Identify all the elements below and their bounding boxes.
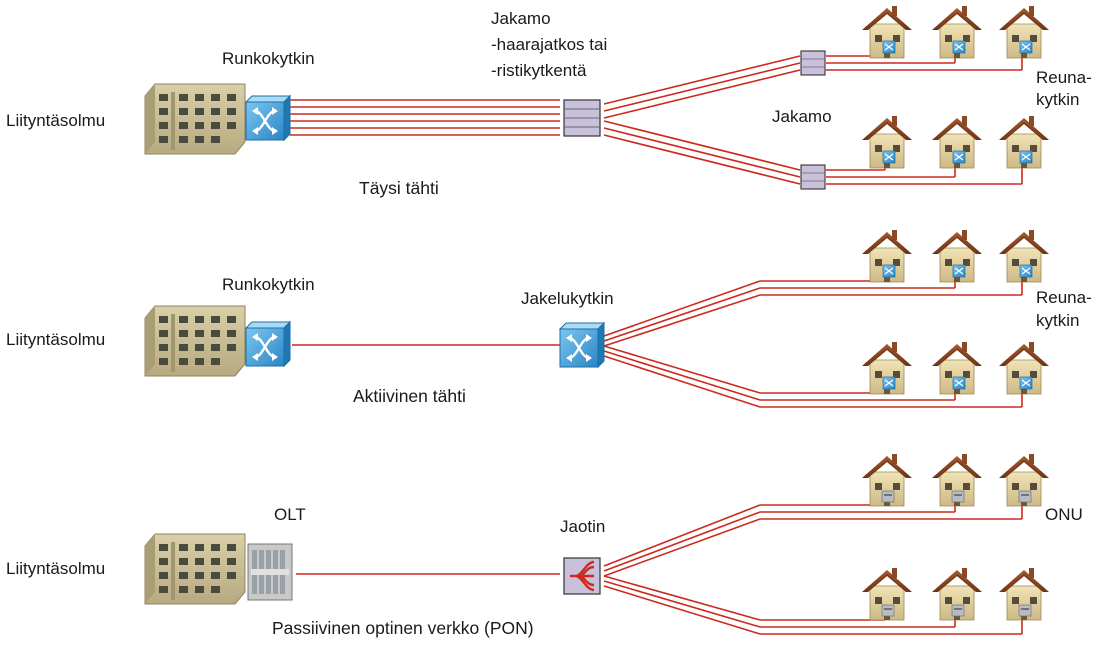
- branch-label: Jakamo: [772, 107, 832, 126]
- edge-switch-label-line-2: kytkin: [1036, 90, 1079, 109]
- house-icon: [932, 454, 982, 506]
- splice-box-icon: [800, 164, 826, 190]
- office-building-icon: [144, 533, 246, 605]
- diagram-pon: Liityntäsolmu OLT Jaotin ONU Passiivinen…: [6, 454, 1083, 638]
- olt-rack-icon: [247, 543, 293, 601]
- core-switch-icon: [244, 94, 292, 142]
- edge-switch-label-line-1: Reuna-: [1036, 68, 1092, 87]
- diagram-caption: Passiivinen optinen verkko (PON): [272, 618, 534, 638]
- core-label: OLT: [274, 505, 306, 524]
- core-switch-icon: [244, 320, 292, 368]
- house-icon: [932, 342, 982, 394]
- fiber-bundle: [292, 274, 1023, 408]
- mid-label: Jakelukytkin: [521, 289, 614, 308]
- mid-label: Jaotin: [560, 517, 605, 536]
- fiber-bundle: [290, 50, 1023, 185]
- onu-label: ONU: [1045, 505, 1083, 524]
- distribution-switch-icon: [558, 321, 606, 369]
- house-icon: [999, 6, 1049, 58]
- house-icon: [932, 6, 982, 58]
- splice-box-icon: [800, 50, 826, 76]
- house-icon: [862, 6, 912, 58]
- house-icon: [999, 454, 1049, 506]
- house-icon: [999, 342, 1049, 394]
- diagram-caption: Aktiivinen tähti: [353, 386, 466, 406]
- office-building-icon: [144, 305, 246, 377]
- fiber-bundle: [296, 498, 1023, 635]
- patch-panel-icon: [563, 99, 601, 137]
- core-label: Runkokytkin: [222, 49, 315, 68]
- diagram-full-star: Liityntäsolmu Runkokytkin Jakamo -haaraj…: [6, 6, 1092, 198]
- house-icon: [862, 342, 912, 394]
- diagram-caption: Täysi tähti: [359, 178, 439, 198]
- house-icon: [862, 568, 912, 620]
- node-label: Liityntäsolmu: [6, 111, 105, 130]
- core-label: Runkokytkin: [222, 275, 315, 294]
- edge-switch-label-line-1: Reuna-: [1036, 288, 1092, 307]
- edge-switch-label-line-2: kytkin: [1036, 311, 1079, 330]
- node-label: Liityntäsolmu: [6, 559, 105, 578]
- house-icon: [862, 454, 912, 506]
- house-icon: [862, 116, 912, 168]
- house-icon: [862, 230, 912, 282]
- house-icon: [999, 116, 1049, 168]
- house-icon: [932, 230, 982, 282]
- node-label: Liityntäsolmu: [6, 330, 105, 349]
- diagram-active-star: Liityntäsolmu Runkokytkin Jakelukytkin R…: [6, 230, 1092, 408]
- house-icon: [932, 116, 982, 168]
- house-icon: [932, 568, 982, 620]
- splitter-icon: [562, 556, 602, 596]
- mid-label-line-1: Jakamo: [491, 9, 551, 28]
- mid-label-line-2: -haarajatkos tai: [491, 35, 607, 54]
- mid-label-line-3: -ristikytkentä: [491, 61, 587, 80]
- house-icon: [999, 230, 1049, 282]
- office-building-icon: [144, 83, 246, 155]
- house-icon: [999, 568, 1049, 620]
